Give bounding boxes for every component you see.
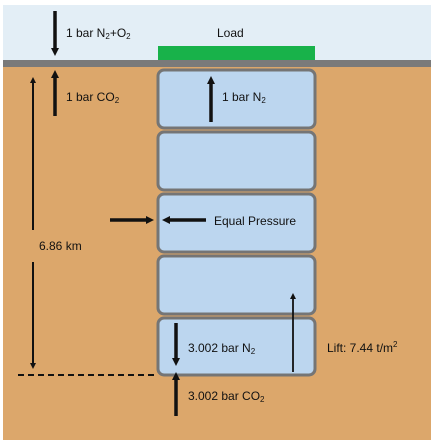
cell-2 <box>156 130 317 192</box>
cell-3 <box>156 192 317 254</box>
ground-surface-line <box>3 60 431 67</box>
bottom-cell-gas-label: 3.002 bar N2 <box>188 341 256 356</box>
load-label: Load <box>217 26 244 40</box>
top-cell-gas-label: 1 bar N2 <box>222 90 266 105</box>
lift-label: Lift: 7.44 t/m2 <box>327 340 398 356</box>
atmosphere-pressure-label: 1 bar N2+O2 <box>66 26 131 41</box>
bottom-gas-label: 3.002 bar CO2 <box>188 389 265 404</box>
cell-1 <box>156 68 317 130</box>
equal-pressure-label: Equal Pressure <box>214 214 297 228</box>
depth-label: 6.86 km <box>39 239 82 253</box>
cell-4 <box>156 254 317 316</box>
cell-5 <box>156 316 317 377</box>
surface-gas-label: 1 bar CO2 <box>66 90 120 105</box>
load-pad <box>158 46 315 60</box>
